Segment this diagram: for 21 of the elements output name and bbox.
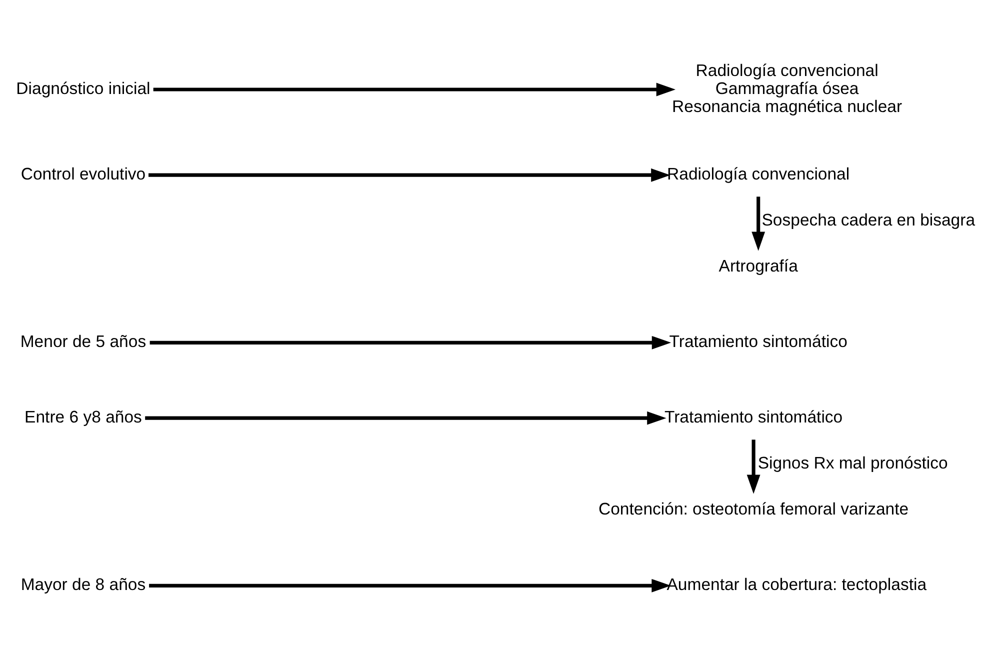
node-text: Diagnóstico inicial: [16, 78, 150, 98]
node-text: Contención: osteotomía femoral varizante: [598, 499, 909, 518]
arrow: [148, 168, 670, 182]
node-text: Aumentar la cobertura: tectoplastia: [666, 574, 927, 594]
node-text: Artrografía: [718, 256, 798, 276]
arrow: [746, 439, 760, 494]
arrow: [153, 82, 676, 96]
node-text: Menor de 5 años: [20, 332, 146, 351]
node-text: Control evolutivo: [20, 164, 146, 184]
node-text: Tratamiento sintomático: [664, 407, 843, 426]
arrow: [145, 410, 666, 424]
node-text: Entre 6 y8 años: [24, 407, 142, 426]
node-text: Tratamiento sintomático: [669, 332, 848, 351]
edge-label: Signos Rx mal pronóstico: [758, 453, 948, 472]
arrow: [752, 196, 766, 250]
node-text: Radiología convencional Gammagrafía ósea Resonancia magnética nuclear: [672, 60, 902, 116]
edge-label: Sospecha cadera en bisagra: [762, 210, 976, 230]
arrow: [150, 335, 672, 349]
arrow: [149, 578, 671, 592]
node-text: Radiología convencional: [667, 164, 850, 184]
node-text: Mayor de 8 años: [20, 574, 146, 594]
